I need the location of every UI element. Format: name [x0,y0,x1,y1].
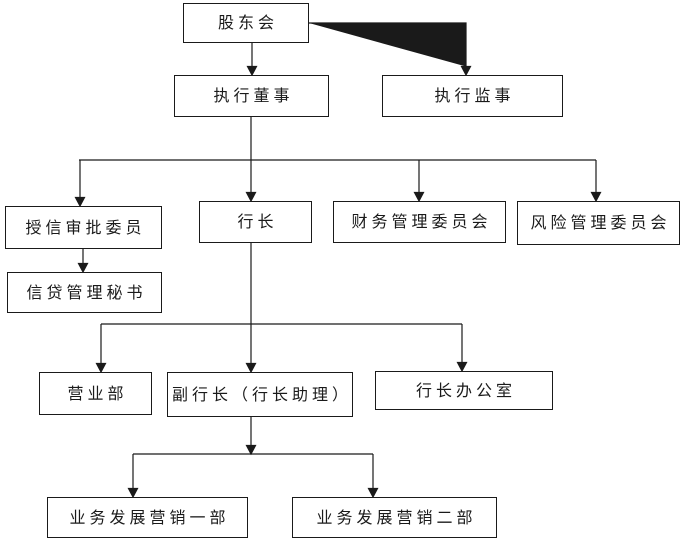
node-business-dev-marketing-dept-2: 业务发展营销二部 [292,497,497,538]
edge-rail-credit-approval [74,160,86,208]
edge-vice-junction [245,417,257,456]
edge-rail-marketing1 [127,454,139,499]
edge-director-president [245,117,257,203]
node-financial-management-committee: 财务管理委员会 [333,201,506,243]
edge-president-vice [245,243,257,374]
edge-rail-business-dept [95,324,107,374]
node-president: 行长 [199,201,312,243]
node-shareholders-meeting: 股东会 [183,3,309,43]
edge-rail-marketing2 [367,454,379,499]
node-president-office: 行长办公室 [375,371,553,410]
node-executive-director: 执行董事 [174,75,329,117]
edge-credit-approval-secretary [77,249,89,274]
node-credit-management-secretary: 信贷管理秘书 [7,272,162,313]
node-credit-approval-committee: 授信审批委员 [5,206,162,249]
node-vice-president: 副行长（行长助理） [167,372,353,417]
node-risk-management-committee: 风险管理委员会 [517,201,680,245]
edge-rail-risk [590,160,602,203]
edge-rail-financial [413,160,425,203]
edge-shareholders-director [246,43,258,77]
node-executive-supervisor: 执行监事 [382,75,563,117]
edge-shareholders-supervisor [309,22,472,77]
node-business-dev-marketing-dept-1: 业务发展营销一部 [47,497,248,538]
node-business-department: 营业部 [39,372,152,415]
edge-rail-president-office [456,324,468,373]
